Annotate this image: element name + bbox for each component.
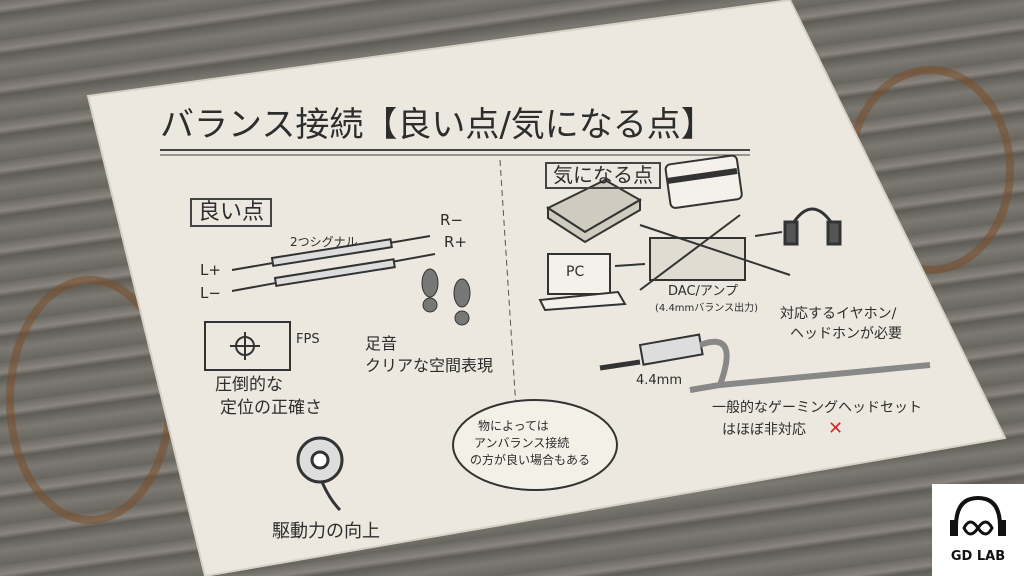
signal-label: 2つシグナル: [290, 235, 358, 249]
footsteps-label: 足音: [365, 334, 398, 353]
footsteps-icon: [421, 268, 471, 326]
earphone-icon: [296, 436, 344, 512]
gaming-note-2: はほぼ非対応: [722, 422, 806, 438]
page-title: バランス接続【良い点/気になる点】: [160, 105, 715, 145]
credit-card-icon: [664, 154, 743, 209]
divider: [499, 159, 521, 471]
logo-text: GD LAB: [950, 549, 1006, 564]
positioning-line-1: 圧倒的な: [215, 375, 283, 395]
compat-note-1: 対応するイヤホン/: [780, 306, 897, 322]
headphones-icon: [783, 207, 842, 246]
channel-l-minus: L−: [200, 284, 221, 302]
bubble-line-1: 物によっては: [478, 419, 549, 433]
fps-label: FPS: [296, 332, 320, 347]
bubble-line-2: アンバランス接続: [474, 436, 570, 450]
dac-amp-crossed-icon: [639, 214, 791, 291]
laptop-icon: [538, 253, 627, 312]
bubble-line-3: の方が良い場合もある: [470, 453, 591, 467]
concerns-heading: 気になる点: [545, 162, 661, 189]
gamepad-headphones-icon: [950, 495, 1006, 536]
dac-amp-sub: (4.4mmバランス出力): [655, 303, 758, 314]
crosshair-icon: [204, 321, 291, 371]
x-mark-icon: ✕: [828, 418, 844, 439]
4.4mm-plug-cable-icon: [599, 333, 931, 393]
channel-r-plus: R+: [444, 233, 467, 251]
drive-power-label: 駆動力の向上: [272, 521, 380, 542]
gd-lab-logo: GD LAB: [932, 484, 1024, 576]
compat-note-2: ヘッドホンが必要: [790, 326, 902, 342]
arrows: [614, 231, 783, 267]
spatial-label: クリアな空間表現: [365, 356, 494, 375]
plug-size-label: 4.4mm: [636, 373, 683, 388]
money-stack-icon: [545, 178, 643, 244]
speech-bubble: [452, 399, 618, 491]
pc-label: PC: [566, 264, 585, 280]
positioning-line-2: 定位の正確さ: [220, 398, 322, 418]
balanced-cable-icon: [231, 235, 436, 292]
good-points-heading: 良い点: [190, 198, 273, 228]
channel-r-minus: R−: [440, 211, 463, 229]
channel-l-plus: L+: [200, 261, 221, 279]
dac-amp-label: DAC/アンプ: [668, 284, 738, 299]
gaming-note-1: 一般的なゲーミングヘッドセット: [712, 400, 922, 416]
